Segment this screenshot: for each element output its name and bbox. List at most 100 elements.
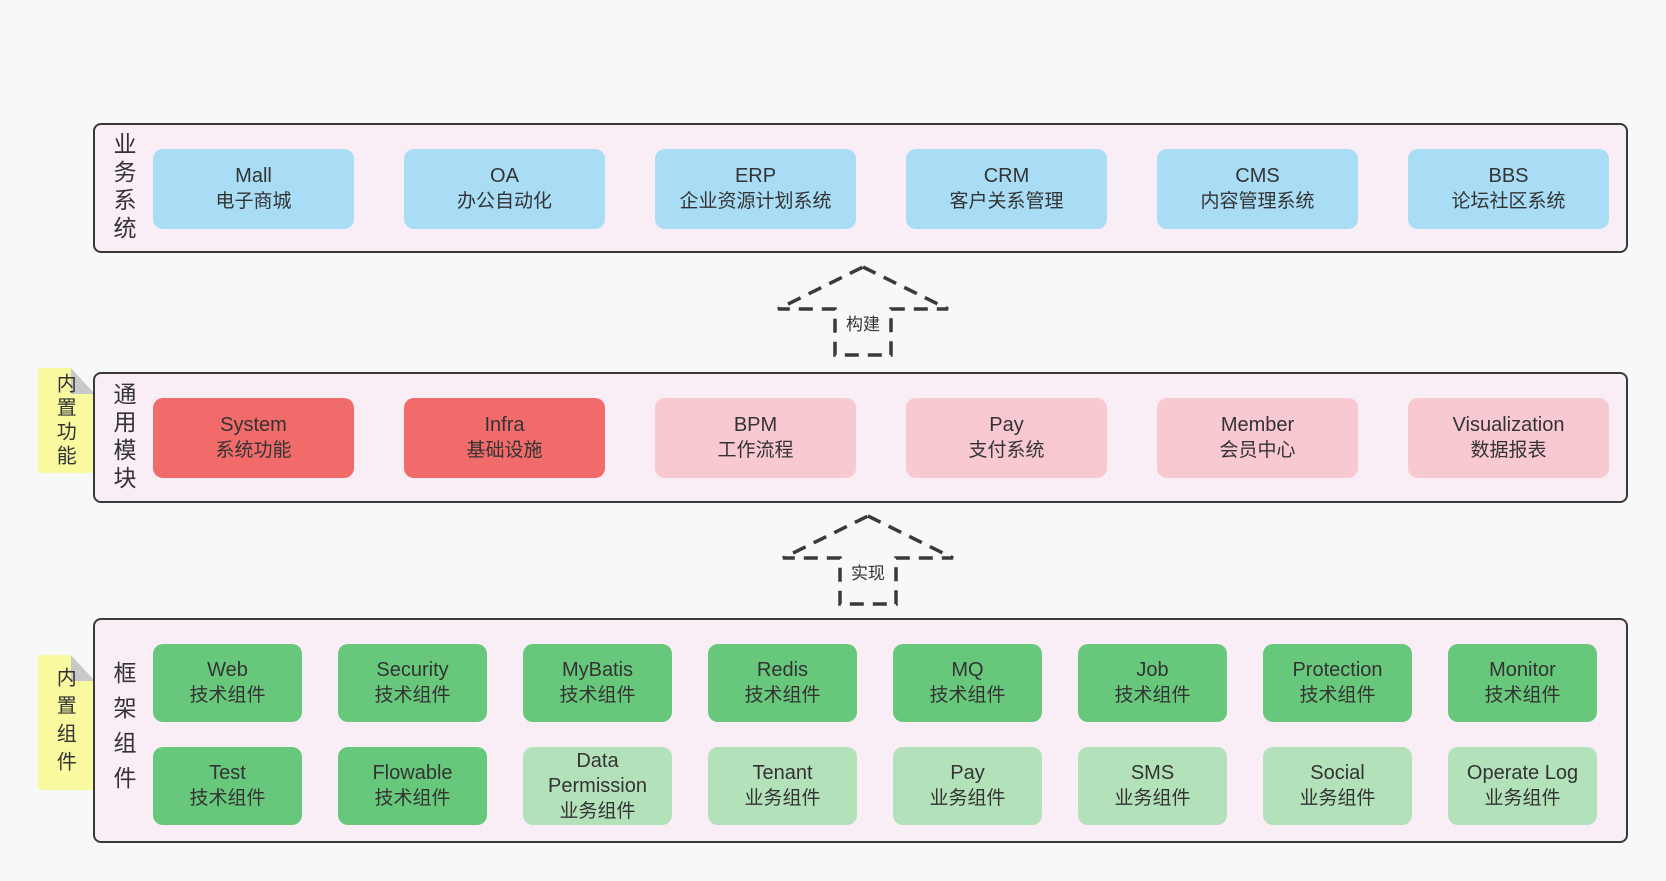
box-subtitle: 客户关系管理 [949,191,1064,212]
box-title: Visualization [1452,414,1565,436]
panel-business-systems: 业务系统 Mall 电子商城 OA 办公自动化 ERP 企业资源计划系统 CRM… [93,123,1628,253]
box-row: Test 技术组件 Flowable 技术组件 Data Permission … [153,747,1597,825]
box-flowable: Flowable 技术组件 [338,747,487,825]
box-sms: SMS 业务组件 [1078,747,1227,825]
box-title: Protection [1292,659,1383,681]
box-test: Test 技术组件 [153,747,302,825]
note-built-in-components: 内置组件 [38,655,95,790]
layer-label-common-modules: 通用模块 [110,381,136,494]
box-subtitle: 系统功能 [215,440,292,461]
box-title: Pay [950,762,985,784]
folded-corner-icon [71,368,95,394]
box-subtitle: 技术组件 [189,685,266,706]
box-mybatis: MyBatis 技术组件 [523,644,672,722]
box-subtitle: 支付系统 [968,440,1045,461]
box-subtitle: 技术组件 [929,685,1006,706]
box-title: CRM [983,165,1030,187]
box-title: BBS [1488,165,1529,187]
box-subtitle: 技术组件 [1114,685,1191,706]
box-subtitle: 会员中心 [1219,440,1296,461]
dashed-up-arrow-icon [782,514,954,606]
box-title: Tenant [752,762,813,784]
box-title: Mall [235,165,272,187]
box-title: SMS [1130,762,1175,784]
box-title: Redis [756,659,809,681]
box-protection: Protection 技术组件 [1263,644,1412,722]
box-mq: MQ 技术组件 [893,644,1042,722]
box-title: OA [490,165,519,187]
folded-corner-icon [71,655,95,681]
panel-common-modules: 通用模块 System 系统功能 Infra 基础设施 BPM 工作流程 Pay… [93,372,1628,503]
box-pay: Pay 支付系统 [906,398,1107,478]
box-subtitle: 业务组件 [1299,788,1376,809]
note-label: 内置功能 [53,372,76,469]
box-pay-biz: Pay 业务组件 [893,747,1042,825]
box-visualization: Visualization 数据报表 [1408,398,1609,478]
box-system: System 系统功能 [153,398,354,478]
box-subtitle: 业务组件 [1114,788,1191,809]
box-title: ERP [734,165,777,187]
box-subtitle: 技术组件 [1299,685,1376,706]
box-title: MQ [951,659,984,681]
box-title: Job [1136,659,1169,681]
box-title: Infra [484,414,525,436]
dashed-up-arrow-icon [777,265,949,357]
note-built-in-features: 内置功能 [38,368,95,473]
box-subtitle: 技术组件 [744,685,821,706]
box-subtitle: 技术组件 [1484,685,1561,706]
box-subtitle: 工作流程 [717,440,794,461]
box-cms: CMS 内容管理系统 [1157,149,1358,229]
box-subtitle: 技术组件 [559,685,636,706]
box-subtitle: 技术组件 [189,788,266,809]
box-job: Job 技术组件 [1078,644,1227,722]
box-title: Social [1310,762,1365,784]
box-bbs: BBS 论坛社区系统 [1408,149,1609,229]
arrow-label-implement: 实现 [847,558,889,585]
box-title: Web [207,659,248,681]
box-subtitle: 技术组件 [374,788,451,809]
box-mall: Mall 电子商城 [153,149,354,229]
box-social: Social 业务组件 [1263,747,1412,825]
box-subtitle: 业务组件 [744,788,821,809]
box-web: Web 技术组件 [153,644,302,722]
box-title: System [220,414,287,436]
box-tenant: Tenant 业务组件 [708,747,857,825]
box-oa: OA 办公自动化 [404,149,605,229]
box-row: System 系统功能 Infra 基础设施 BPM 工作流程 Pay 支付系统… [153,398,1609,478]
box-subtitle: 基础设施 [466,440,543,461]
box-monitor: Monitor 技术组件 [1448,644,1597,722]
box-erp: ERP 企业资源计划系统 [655,149,856,229]
box-title: Monitor [1489,659,1556,681]
box-infra: Infra 基础设施 [404,398,605,478]
box-title: MyBatis [561,659,634,681]
box-data-permission: Data Permission 业务组件 [523,747,672,825]
layer-label-framework-components: 框架组件 [110,660,136,801]
box-title: Operate Log [1466,762,1579,784]
box-title: Flowable [372,762,453,784]
box-crm: CRM 客户关系管理 [906,149,1107,229]
box-subtitle: 办公自动化 [456,191,552,212]
box-subtitle: 论坛社区系统 [1451,191,1566,212]
box-subtitle: 电子商城 [215,191,292,212]
box-subtitle: 业务组件 [929,788,1006,809]
box-subtitle: 企业资源计划系统 [679,191,832,212]
panel-framework-components: 框架组件 Web 技术组件 Security 技术组件 MyBatis 技术组件… [93,618,1628,843]
box-bpm: BPM 工作流程 [655,398,856,478]
box-operate-log: Operate Log 业务组件 [1448,747,1597,825]
box-security: Security 技术组件 [338,644,487,722]
box-row: Mall 电子商城 OA 办公自动化 ERP 企业资源计划系统 CRM 客户关系… [153,149,1609,229]
box-title: Pay [989,414,1024,436]
box-subtitle: 技术组件 [374,685,451,706]
layer-label-business-systems: 业务系统 [110,132,136,244]
box-title: Data Permission [548,749,647,797]
box-member: Member 会员中心 [1157,398,1358,478]
note-label: 内置组件 [53,666,76,779]
box-redis: Redis 技术组件 [708,644,857,722]
box-row: Web 技术组件 Security 技术组件 MyBatis 技术组件 Redi… [153,644,1597,722]
box-subtitle: 业务组件 [1484,788,1561,809]
box-title: CMS [1235,165,1280,187]
arrow-label-build: 构建 [842,309,884,336]
box-title: Member [1220,414,1295,436]
box-subtitle: 内容管理系统 [1200,191,1315,212]
